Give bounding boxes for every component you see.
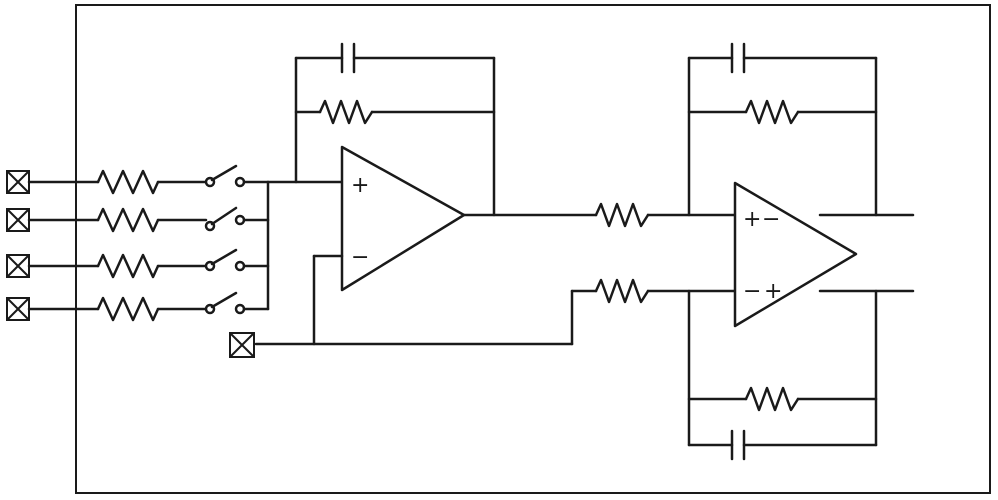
- top-feedback-network: [687, 42, 878, 217]
- feedback-resistor-2: [744, 99, 800, 125]
- input-switch-1: [204, 164, 246, 188]
- interstage-wiring: [462, 202, 737, 304]
- input-branch-1: [27, 164, 246, 195]
- reference-terminal: [229, 332, 255, 358]
- input-terminal-4: [6, 297, 30, 321]
- input-switch-2: [204, 206, 246, 232]
- input-branch-4: [27, 291, 246, 322]
- input-resistor-1: [96, 169, 160, 195]
- feedback-resistor-1: [318, 99, 374, 125]
- differential-outputs: [818, 213, 915, 293]
- opamp-1-minus-symbol: −: [351, 245, 369, 270]
- input-branch-3: [27, 248, 246, 279]
- input-terminal-2: [6, 208, 30, 232]
- opamp-1-plus-symbol: +: [351, 173, 369, 198]
- input-switch-3: [204, 248, 246, 272]
- opamp-2-out-plus-symbol: +: [764, 279, 782, 304]
- opamp-2-in-plus-symbol: +: [743, 207, 761, 232]
- opamp-1: + −: [340, 145, 466, 292]
- input-terminals: [6, 170, 30, 321]
- board-outline: [75, 4, 991, 494]
- input-resistor-3: [96, 253, 160, 279]
- opamp-2-in-minus-symbol: −: [743, 279, 761, 304]
- reference-path: [254, 254, 598, 346]
- input-resistor-4: [96, 296, 160, 322]
- input-branch-2: [27, 206, 246, 233]
- opamp-2-out-minus-symbol: −: [762, 207, 780, 232]
- integrator-feedback: [294, 42, 496, 217]
- input-resistor-2: [96, 207, 160, 233]
- input-switch-4: [204, 291, 246, 315]
- summing-bus: [242, 180, 344, 311]
- feedback-resistor-3: [744, 386, 800, 412]
- input-terminal-1: [6, 170, 30, 194]
- input-resistor-opamp2-bottom: [594, 278, 650, 304]
- input-terminal-3: [6, 254, 30, 278]
- input-resistor-opamp2-top: [594, 202, 650, 228]
- bottom-feedback-network: [687, 289, 878, 461]
- opamp-2: + − − +: [733, 181, 858, 328]
